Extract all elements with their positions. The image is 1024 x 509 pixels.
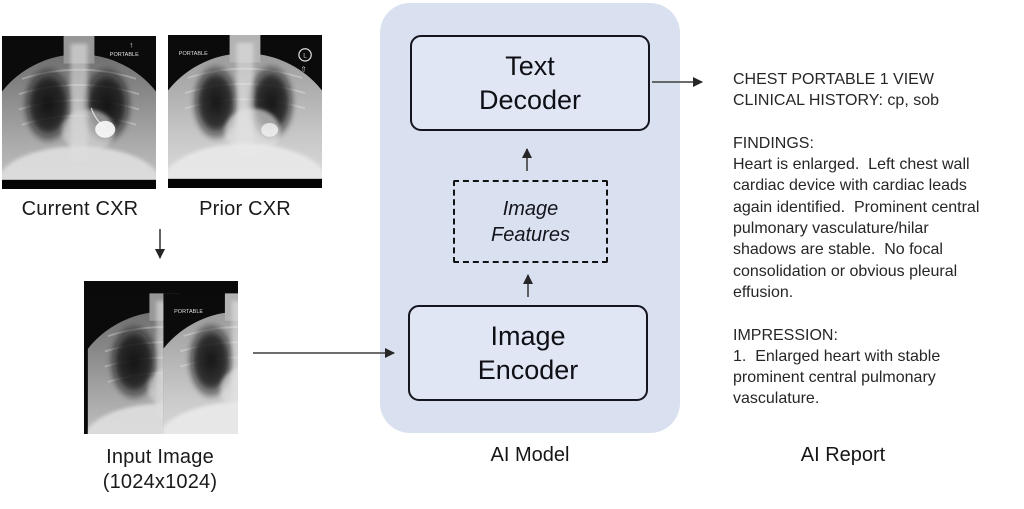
current-cxr-image <box>2 36 156 189</box>
ai-report-label: AI Report <box>800 444 886 466</box>
input-image-label: Input Image (1024x1024) <box>60 445 260 495</box>
input-image-label-line1: Input Image <box>106 446 214 468</box>
input-image-label-line2: (1024x1024) <box>102 471 218 493</box>
text-decoder-box: Text Decoder <box>410 35 650 131</box>
current-cxr-xray-graphic <box>2 36 156 189</box>
prior-cxr-label: Prior CXR <box>199 198 291 220</box>
image-encoder-box: Image Encoder <box>408 305 648 401</box>
text-decoder-label: Text Decoder <box>478 51 582 115</box>
ai-model-label: AI Model <box>490 444 570 466</box>
prior-cxr-image <box>168 35 322 188</box>
image-features-box: Image Features <box>453 180 608 263</box>
image-encoder-label: Image Encoder <box>477 321 579 385</box>
report-text: CHEST PORTABLE 1 VIEW CLINICAL HISTORY: … <box>733 71 980 408</box>
prior-cxr-xray-graphic <box>168 35 322 188</box>
image-features-label: Image Features <box>491 197 570 246</box>
current-cxr-label: Current CXR <box>21 198 139 220</box>
input-image-graphic <box>84 281 238 434</box>
input-image <box>84 281 238 434</box>
